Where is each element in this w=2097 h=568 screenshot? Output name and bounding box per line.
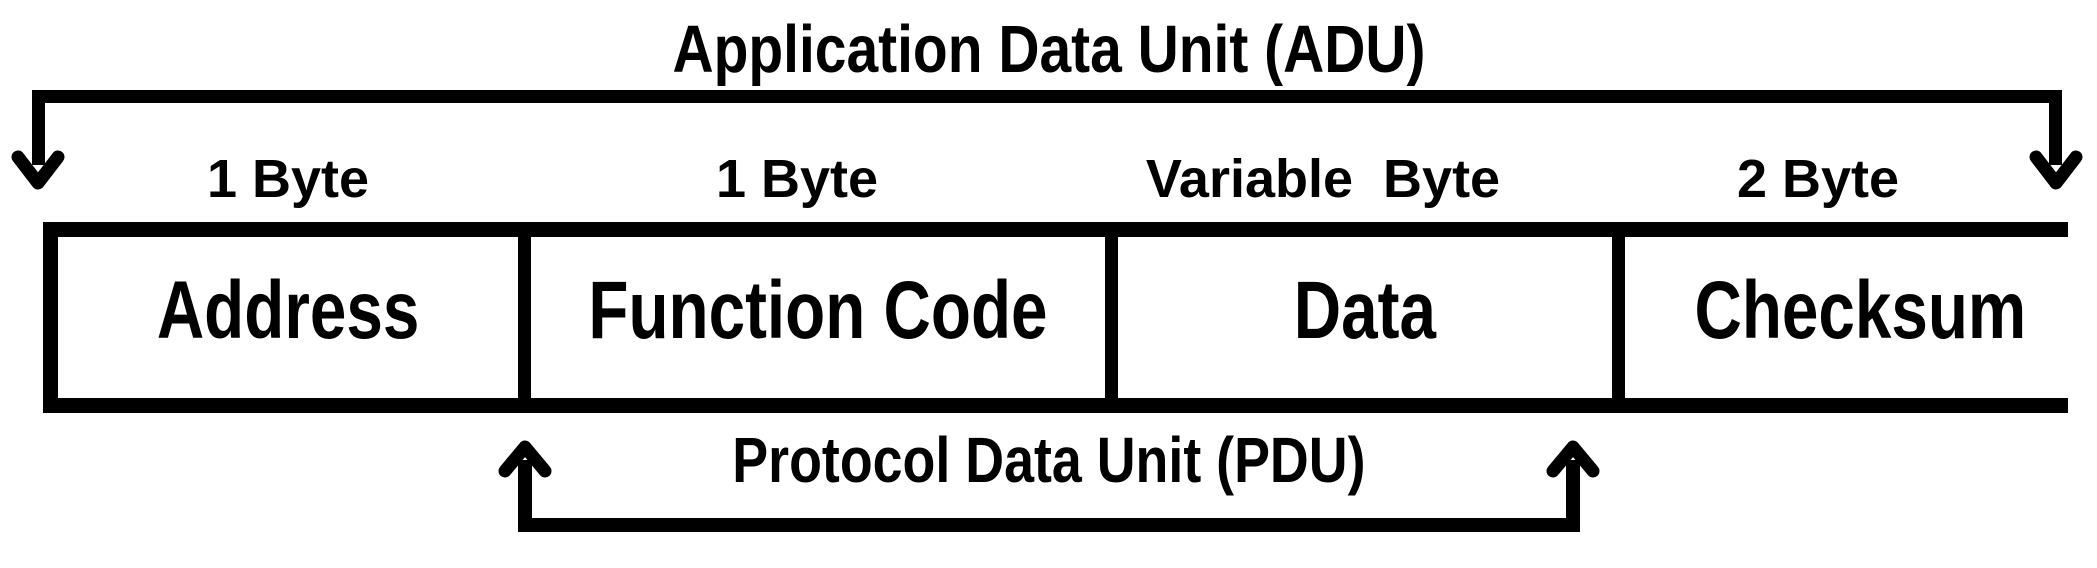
field-label: Data: [1293, 264, 1437, 356]
arrow-up-icon: [1546, 440, 1600, 478]
field-label: Address: [156, 264, 420, 356]
arrow-down-icon: [11, 150, 65, 190]
field-box-checksum: Checksum: [1611, 237, 2095, 398]
field-label: Function Code: [588, 264, 1048, 356]
arrow-down-icon: [2029, 150, 2083, 190]
byte-size-label: 1 Byte: [206, 149, 370, 209]
byte-size-label: 2 Byte: [1736, 149, 1900, 209]
pdu-title-text: Protocol Data Unit (PDU): [732, 424, 1366, 496]
pdu-title: Protocol Data Unit (PDU): [518, 428, 1580, 492]
adu-bracket: [32, 90, 2062, 165]
frame-field-row: Address Function Code Data Checksum: [43, 222, 2095, 413]
pdu-bracket: [518, 460, 1580, 532]
field-box-address: Address: [58, 237, 518, 398]
byte-size-label: 1 Byte: [715, 149, 879, 209]
adu-title: Application Data Unit (ADU): [0, 16, 2097, 83]
arrow-up-icon: [498, 440, 552, 478]
adu-title-text: Application Data Unit (ADU): [672, 12, 1425, 87]
field-box-function-code: Function Code: [518, 237, 1105, 398]
field-box-data: Data: [1104, 237, 1612, 398]
byte-size-row: 1 Byte 1 Byte Variable Byte 2 Byte: [43, 152, 2068, 206]
byte-size-label: Variable Byte: [1145, 149, 1501, 209]
field-label: Checksum: [1694, 264, 2026, 356]
